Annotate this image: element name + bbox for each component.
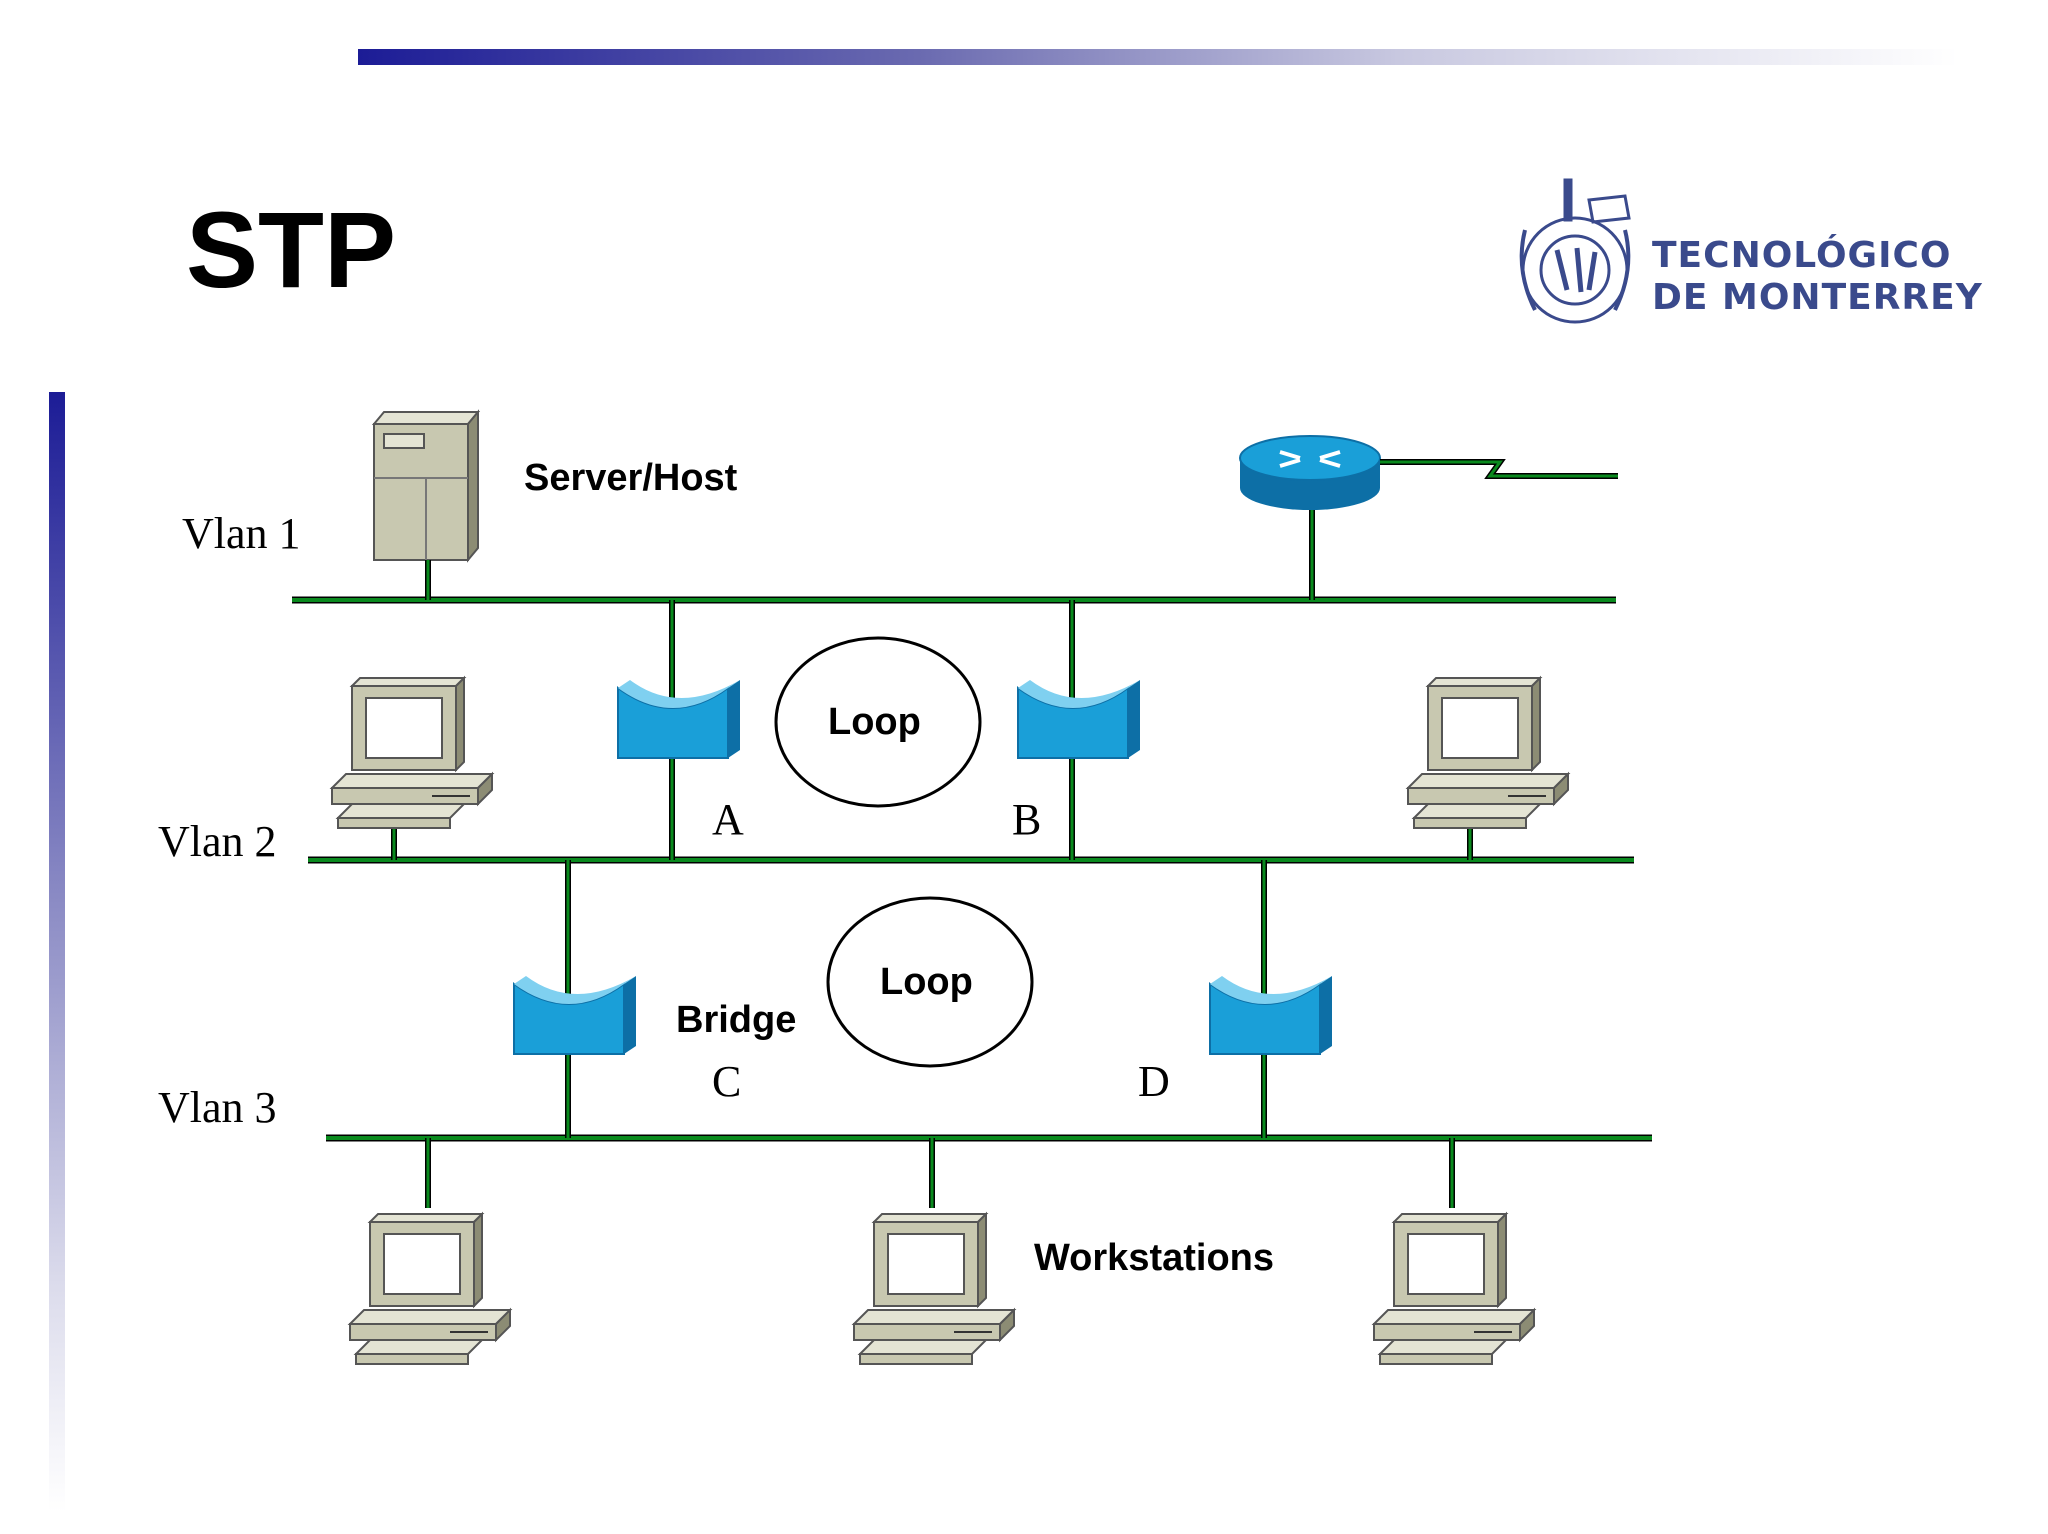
seal-icon <box>1519 178 1631 324</box>
logo-line-2: DE MONTERREY <box>1652 277 1983 318</box>
router-icon <box>1239 435 1381 510</box>
bridge-a-icon <box>617 679 741 759</box>
workstation-3-icon <box>1373 1213 1535 1365</box>
tec-monterrey-logo <box>1519 178 1631 324</box>
bridge-b-letter: B <box>1012 795 1041 844</box>
top-accent-bar <box>358 49 1958 65</box>
bridge-d-icon <box>1209 975 1333 1055</box>
loop-bottom-label: Loop <box>880 961 973 1003</box>
server-host-label: Server/Host <box>524 457 738 499</box>
vlan2-label: Vlan 2 <box>158 817 277 866</box>
loop-top-label: Loop <box>828 701 921 743</box>
server-icon <box>371 409 481 563</box>
bridge-d-letter: D <box>1138 1057 1170 1106</box>
workstation-2-icon <box>853 1213 1015 1365</box>
loop-bottom-circle <box>826 896 1034 1068</box>
workstation-1-icon <box>349 1213 511 1365</box>
bridge-c-letter: C <box>712 1057 741 1106</box>
vlan2-left-computer-icon <box>331 677 493 829</box>
bridge-b-icon <box>1017 679 1141 759</box>
workstations-label: Workstations <box>1034 1237 1274 1279</box>
bridge-c-icon <box>513 975 637 1055</box>
bridge-a-letter: A <box>712 795 744 844</box>
bridge-label: Bridge <box>676 999 796 1041</box>
vlan1-label: Vlan 1 <box>182 509 301 558</box>
vlan3-label: Vlan 3 <box>158 1083 277 1132</box>
slide-title: STP <box>186 189 397 310</box>
vlan2-right-computer-icon <box>1407 677 1569 829</box>
left-accent-bar <box>49 392 65 1512</box>
loop-top-circle <box>774 636 982 808</box>
logo-line-1: TECNOLÓGICO <box>1652 235 1952 276</box>
